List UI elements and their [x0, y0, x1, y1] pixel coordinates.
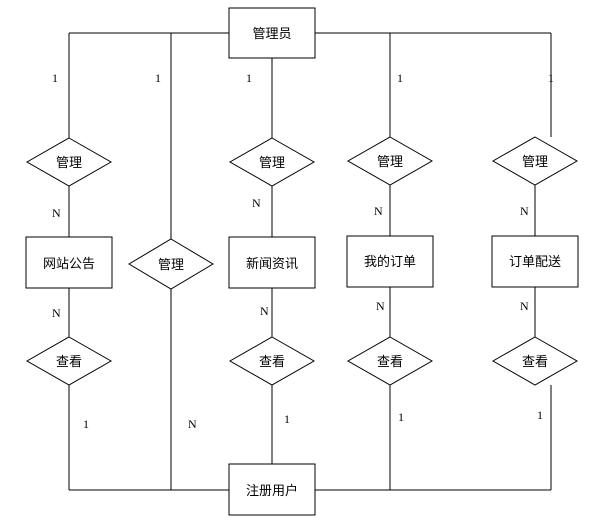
- entity-orders-label: 我的订单: [364, 254, 416, 270]
- relationship-view-news: 查看: [228, 336, 316, 386]
- relationship-manage-orders: 管理: [346, 136, 434, 186]
- cardinality-admin-notice: 1: [52, 71, 58, 85]
- relationship-view-delivery: 查看: [491, 336, 579, 386]
- cardinality-notice-admin: N: [52, 206, 61, 220]
- cardinality-admin-news: 1: [246, 71, 252, 85]
- cardinality-news-admin: N: [252, 196, 261, 210]
- relationship-view-notice: 查看: [25, 336, 113, 386]
- entity-delivery: 订单配送: [491, 235, 579, 288]
- cardinality-delivery-user: N: [520, 299, 529, 313]
- relationship-manage-news-label: 管理: [259, 156, 285, 171]
- entity-notice-label: 网站公告: [43, 257, 95, 272]
- relationship-view-orders: 查看: [346, 336, 434, 386]
- cardinality-notice-user: N: [52, 306, 61, 320]
- cardinality-labels: 1 1 1 1 1 N N N N N N N N 1 N 1 1 1: [52, 71, 554, 431]
- cardinality-admin-delivery: 1: [548, 71, 554, 85]
- entity-orders: 我的订单: [346, 235, 434, 288]
- cardinality-orders-admin: N: [374, 204, 383, 218]
- cardinality-user-orders: 1: [398, 410, 404, 424]
- cardinality-admin-orders: 1: [397, 71, 403, 85]
- relationship-manage-orders-label: 管理: [377, 155, 403, 170]
- entity-news: 新闻资讯: [228, 236, 316, 289]
- entity-news-label: 新闻资讯: [246, 256, 298, 272]
- cardinality-user-notice: 1: [83, 417, 89, 431]
- relationship-view-orders-label: 查看: [377, 354, 403, 370]
- entity-user: 注册用户: [228, 463, 316, 516]
- relationship-manage-news: 管理: [228, 137, 316, 187]
- relationship-manage-user: 管理: [128, 238, 214, 290]
- entity-admin-label: 管理员: [252, 27, 291, 42]
- entity-user-label: 注册用户: [246, 483, 298, 499]
- relationship-view-notice-label: 查看: [56, 354, 82, 370]
- connector-lines: [68, 32, 552, 491]
- cardinality-user-news: 1: [284, 412, 290, 426]
- cardinality-user-delivery: 1: [537, 408, 543, 422]
- cardinality-news-user: N: [260, 304, 269, 318]
- cardinality-delivery-admin: N: [520, 204, 529, 218]
- relationship-view-news-label: 查看: [259, 354, 285, 370]
- entity-notice: 网站公告: [25, 236, 113, 289]
- relationship-manage-notice: 管理: [25, 137, 113, 187]
- relationship-manage-user-label: 管理: [158, 258, 184, 273]
- cardinality-admin-user: 1: [155, 71, 161, 85]
- relationship-view-delivery-label: 查看: [522, 354, 548, 370]
- relationship-manage-notice-label: 管理: [56, 156, 82, 171]
- cardinality-orders-user: N: [376, 299, 385, 313]
- entity-admin: 管理员: [228, 7, 316, 59]
- relationship-manage-delivery: 管理: [491, 136, 579, 186]
- entity-delivery-label: 订单配送: [509, 255, 561, 270]
- relationship-manage-delivery-label: 管理: [522, 155, 548, 170]
- cardinality-user-admin: N: [188, 417, 197, 431]
